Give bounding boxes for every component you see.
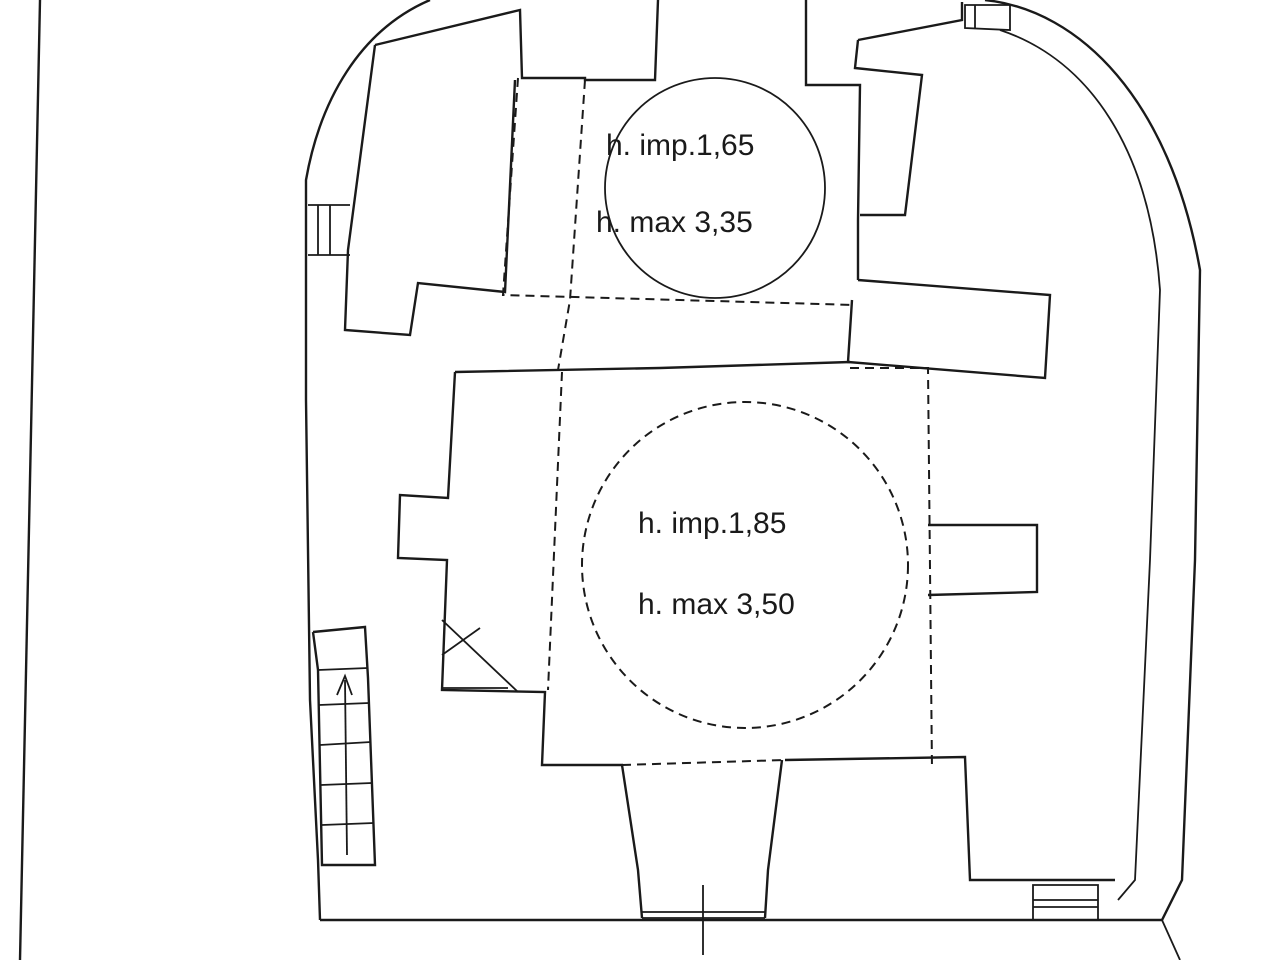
bottom-right-door <box>1032 884 1099 921</box>
left-staircase <box>311 625 377 867</box>
upper-room-imp-label: h. imp.1,65 <box>606 129 754 162</box>
lower-room-imp-label: h. imp.1,85 <box>638 507 786 540</box>
upper-right-block <box>804 0 1052 380</box>
upper-left-block <box>343 0 660 337</box>
upper-height-circle <box>604 77 826 299</box>
bottom-entrance <box>642 885 765 955</box>
left-window <box>308 204 350 256</box>
upper-room-max-label: h. max 3,35 <box>596 206 753 239</box>
lower-height-circle <box>581 401 909 729</box>
top-right-opening <box>964 4 1011 31</box>
lower-room-max-label: h. max 3,50 <box>638 588 795 621</box>
central-room <box>396 360 1115 919</box>
outer-enclosure-wall <box>304 0 1202 960</box>
stair-wedge <box>441 619 519 693</box>
upper-room-outline <box>501 77 856 371</box>
left-boundary-line <box>18 0 42 960</box>
right-protrusion <box>927 523 1039 597</box>
